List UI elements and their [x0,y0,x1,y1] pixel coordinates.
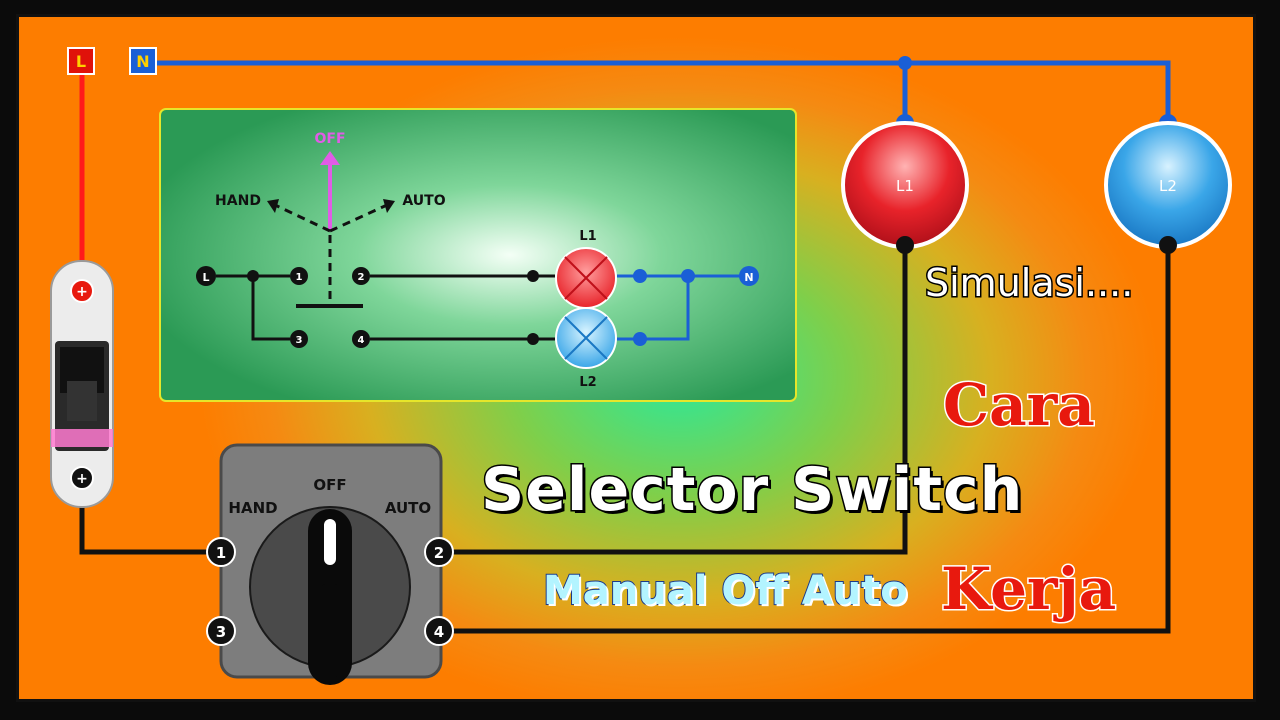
svg-text:4: 4 [434,623,444,641]
switch-to-l2-wire [439,245,1171,634]
neutral-junction [898,56,912,70]
schematic-l2-label: L2 [579,375,596,390]
schematic-auto-arm [329,203,388,233]
switch-terminal-2 [424,537,454,567]
lamp-l2: L2 [1104,121,1232,249]
svg-text:N: N [744,271,753,284]
selector-switch[interactable]: OFF HAND AUTO 1 2 3 4 [206,443,454,685]
schematic-l1-label: L1 [579,229,596,244]
switch-to-l1-wire [439,245,908,555]
schematic-lamp-l2 [555,307,617,369]
cara-text: Cara [942,370,1097,441]
lamp-l1-label: L1 [896,177,914,195]
lamp-l2-label: L2 [1159,177,1177,195]
svg-text:L: L [202,271,209,284]
schematic-auto-label: AUTO [402,193,445,209]
l2-line-terminal [1159,236,1177,254]
switch-label-off: OFF [313,476,346,494]
schematic-terminal-2 [352,267,370,285]
svg-text:1: 1 [216,544,226,562]
circuit-breaker[interactable]: + + [50,260,114,508]
neutral-label: N [129,47,157,75]
schematic-hand-label: HAND [215,193,261,209]
switch-terminal-1 [206,537,236,567]
svg-text:+: + [76,471,88,487]
l1-line-terminal [896,236,914,254]
svg-text:1: 1 [296,272,303,283]
schematic-terminal-3 [290,330,308,348]
switch-label-auto: AUTO [385,499,431,517]
switch-knob[interactable] [308,509,352,685]
diagram-frame: L1 L2 + + OFF HAND AUTO [16,14,1256,702]
kerja-text: Kerja [939,554,1117,625]
knob-indicator [324,519,336,565]
switch-terminal-3 [206,616,236,646]
svg-text:2: 2 [434,544,444,562]
schematic-hand-arm [274,203,331,233]
schematic-lamp-l1 [555,247,617,309]
simulasi-text: Simulasi.... [923,260,1134,307]
schematic-off-label: OFF [314,131,345,147]
schematic-l-terminal [196,266,216,286]
breaker-top-terminal [70,279,94,303]
schematic-panel: OFF HAND AUTO L 1 3 2 4 [159,108,797,402]
lamp-l1: L1 [841,121,969,249]
breaker-bottom-terminal [70,466,94,490]
svg-text:3: 3 [216,623,226,641]
switch-label-hand: HAND [228,499,277,517]
svg-text:2: 2 [358,272,365,283]
svg-text:3: 3 [296,335,303,346]
subtitle-text: Manual Off Auto [542,567,909,615]
schematic-terminal-4 [352,330,370,348]
neutral-wire [155,60,1171,123]
wiring-canvas: L1 L2 + + OFF HAND AUTO [50,56,1232,685]
breaker-to-switch-wire [79,493,221,555]
title-text: Selector Switch [479,454,1024,527]
schematic-n-terminal [739,266,759,286]
svg-text:4: 4 [358,335,365,346]
schematic-terminal-1 [290,267,308,285]
svg-text:+: + [76,284,88,300]
switch-terminal-4 [424,616,454,646]
line-label: L [67,47,95,75]
